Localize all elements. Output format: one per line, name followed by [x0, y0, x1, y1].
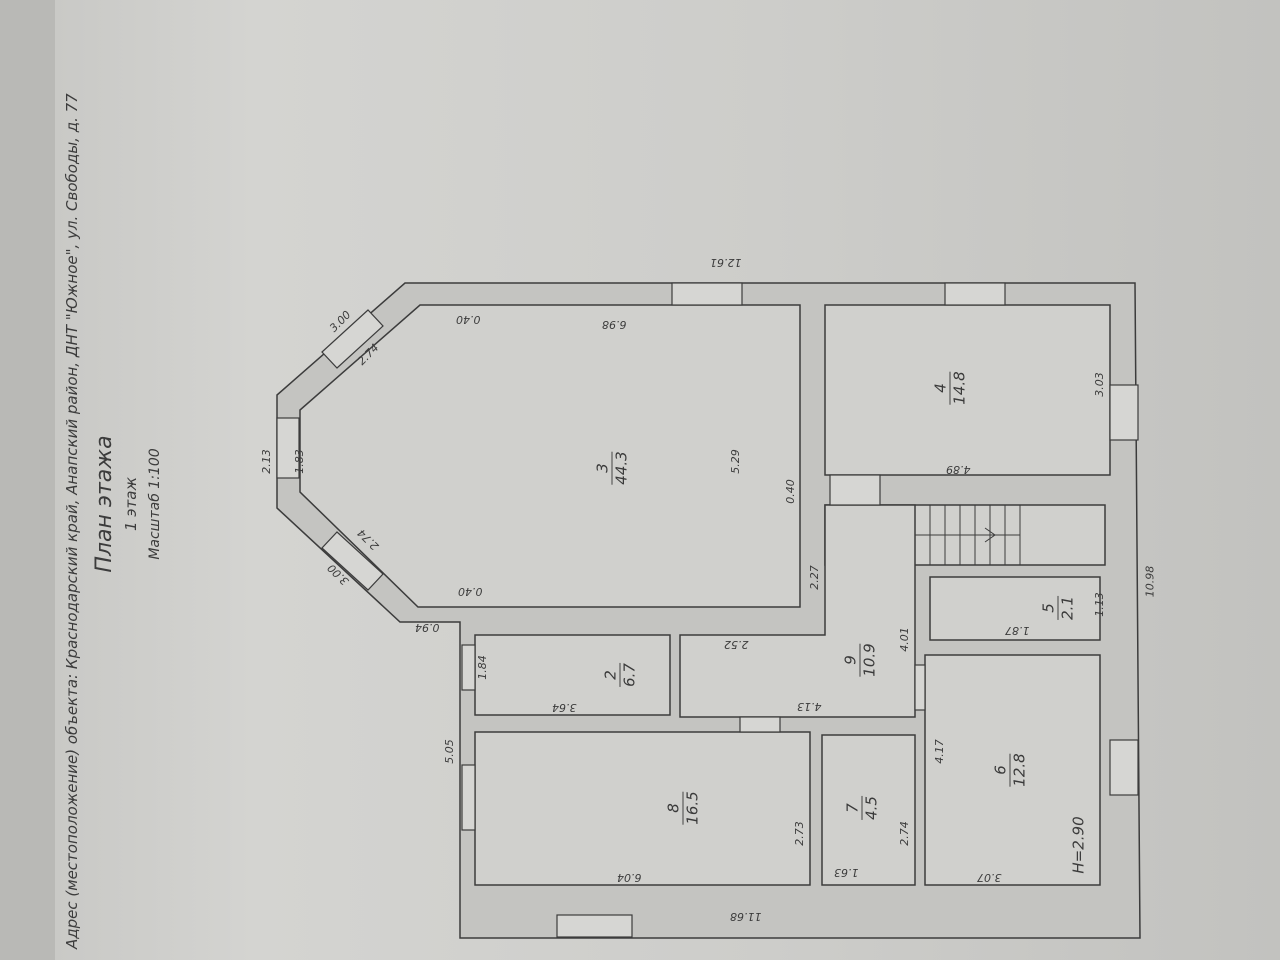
room-area: 14.8: [950, 371, 969, 405]
window: [461, 764, 476, 831]
room-number: 2: [601, 663, 621, 687]
window: [556, 914, 633, 938]
room-5-outline: [929, 576, 1101, 641]
dimension-label: 4.01: [897, 627, 911, 652]
room-6-outline: [924, 654, 1101, 886]
room-number: 7: [843, 796, 863, 820]
dimension-label: 10.98: [1143, 565, 1157, 598]
room-area: 2.1: [1058, 596, 1077, 620]
dimension-label: 5.29: [728, 449, 742, 474]
dimension-label: 4.13: [797, 700, 822, 713]
room-area: 44.3: [612, 451, 631, 485]
dimension-label: 1.83: [292, 449, 306, 474]
room-number: 8: [664, 791, 684, 825]
dimension-label: 3.64: [552, 701, 577, 714]
dimension-label: 0.40: [458, 585, 483, 598]
room-3-outline: [299, 304, 801, 608]
door: [739, 716, 781, 733]
window: [944, 282, 1006, 306]
scale-label: Масштаб 1:100: [147, 448, 163, 560]
paper-edge: [0, 0, 55, 960]
room-area: 12.8: [1010, 753, 1029, 787]
dimension-label: 11.68: [730, 910, 762, 923]
room-area: 16.5: [683, 791, 702, 825]
dimension-label: 4.89: [946, 463, 971, 476]
room-number: 5: [1039, 596, 1059, 620]
dimension-label: 1.84: [475, 655, 489, 680]
dimension-label: 0.40: [456, 313, 481, 326]
room-number: 9: [841, 643, 861, 677]
dimension-label: 3.07: [977, 871, 1002, 884]
dimension-label: 2.73: [792, 821, 806, 846]
dimension-label: 2.52: [724, 638, 749, 651]
window: [671, 282, 743, 306]
dimension-label: 6.98: [602, 318, 627, 331]
plan-title: План этажа: [92, 435, 117, 573]
door: [829, 474, 881, 506]
room-number: 6: [991, 753, 1011, 787]
room-number: 3: [593, 451, 613, 485]
dimension-label: 2.27: [807, 565, 821, 590]
room-2-outline: [474, 634, 671, 716]
floor-label: 1 этаж: [122, 477, 140, 531]
room-8-outline: [474, 731, 811, 886]
room-area: 10.9: [860, 643, 879, 677]
dimension-label: 1.87: [1005, 624, 1030, 637]
window: [321, 309, 384, 369]
window: [461, 644, 476, 691]
window: [321, 531, 384, 591]
room-area: 4.5: [862, 796, 881, 820]
ceiling-height-label: H=2.90: [1069, 816, 1088, 874]
room-4-outline: [824, 304, 1111, 476]
room-number: 4: [931, 371, 951, 405]
dimension-label: 4.17: [932, 739, 946, 764]
dimension-label: 2.13: [259, 449, 273, 474]
address-text: Адрес (местоположение) объекта: Краснода…: [63, 93, 81, 949]
window: [1109, 384, 1139, 441]
stairs: [914, 504, 1021, 566]
dimension-label: 6.04: [617, 871, 642, 884]
dimension-label: 3.03: [1092, 372, 1106, 397]
dimension-label: 1.13: [1092, 592, 1106, 617]
window: [1109, 739, 1139, 796]
room-7-outline: [821, 734, 916, 886]
dimension-label: 2.74: [897, 821, 911, 846]
dimension-label: 12.61: [710, 256, 742, 269]
room-area: 6.7: [620, 663, 639, 687]
door: [914, 664, 926, 711]
dimension-label: 1.63: [834, 866, 859, 879]
window: [276, 417, 300, 479]
dimension-label: 0.40: [783, 479, 797, 504]
dimension-label: 0.94: [415, 621, 440, 634]
dimension-label: 5.05: [442, 739, 456, 764]
